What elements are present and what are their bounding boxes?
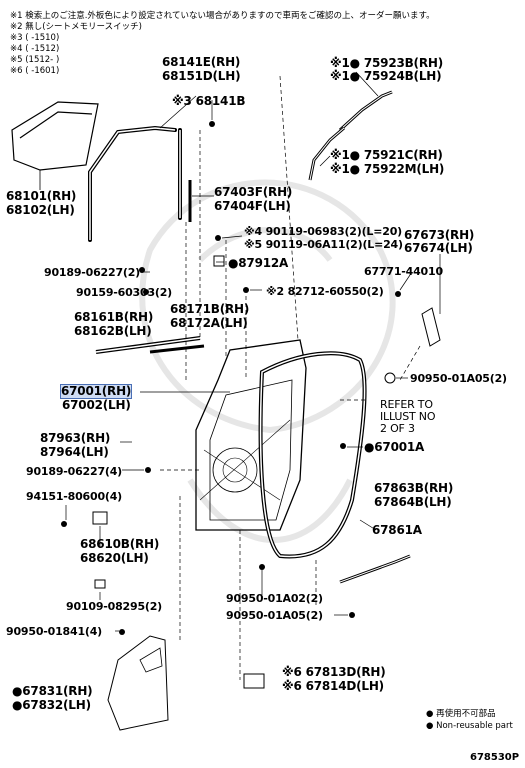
part-label-90159[interactable]: 90159-60303(2) — [76, 286, 173, 299]
part-label-87912a[interactable]: ●87912A — [228, 256, 289, 270]
note-line: ※5 (1512- ) — [10, 55, 60, 65]
part-label-67831[interactable]: ●67831(RH) — [12, 684, 93, 698]
service-hole-cover — [107, 635, 169, 731]
part-label-67863b[interactable]: 67863B(RH) — [374, 481, 454, 495]
part-label-67001-highlighted[interactable]: 67001(RH) — [60, 384, 133, 399]
part-label-68172a[interactable]: 68172A(LH) — [170, 316, 248, 330]
part-label-82712[interactable]: ※2 82712-60550(2) — [266, 285, 384, 298]
part-label-90950-01a05-b[interactable]: 90950-01A05(2) — [226, 609, 323, 622]
part-label-67001a[interactable]: ●67001A — [364, 440, 425, 454]
part-label-90950-01a05-a[interactable]: 90950-01A05(2) — [410, 372, 507, 385]
note-line: ※4 ( -1512) — [10, 44, 60, 54]
part-label-68141b[interactable]: ※3 68141B — [172, 94, 246, 108]
part-label-67861a[interactable]: 67861A — [372, 523, 422, 537]
part-label-67813d[interactable]: ※6 67813D(RH) — [282, 665, 386, 679]
part-label-67002[interactable]: 67002(LH) — [62, 398, 131, 412]
part-label-75924b[interactable]: ※1● 75924B(LH) — [330, 69, 442, 83]
refer-note: REFER TO — [380, 398, 433, 411]
legend-non-reusable-en: ● Non-reusable part — [426, 721, 513, 731]
part-label-67403f[interactable]: 67403F(RH) — [214, 185, 293, 199]
note-line: ※2 無し(シートメモリースイッチ) — [10, 22, 142, 32]
refer-note: 2 OF 3 — [380, 422, 415, 435]
figure-id: 678530P — [470, 752, 520, 763]
part-label-67404f[interactable]: 67404F(LH) — [214, 199, 291, 213]
part-label-90950-01a02[interactable]: 90950-01A02(2) — [226, 592, 323, 605]
note-line: ※1 検索上のご注意.外板色により設定されていない場合がありますので車両をご確認… — [10, 11, 435, 21]
part-label-90119-06a11[interactable]: ※5 90119-06A11(2)(L=24) — [244, 238, 403, 251]
part-label-68171b[interactable]: 68171B(RH) — [170, 302, 250, 316]
part-label-87963[interactable]: 87963(RH) — [40, 431, 111, 445]
part-label-67673[interactable]: 67673(RH) — [404, 228, 475, 242]
part-label-90950-01841[interactable]: 90950-01841(4) — [6, 625, 103, 638]
part-label-68610b[interactable]: 68610B(RH) — [80, 537, 160, 551]
part-label-67771[interactable]: 67771-44010 — [364, 265, 443, 278]
part-label-87964[interactable]: 87964(LH) — [40, 445, 109, 459]
part-label-67864b[interactable]: 67864B(LH) — [374, 495, 452, 509]
part-label-68161b[interactable]: 68161B(RH) — [74, 310, 154, 324]
part-label-90109[interactable]: 90109-08295(2) — [66, 600, 163, 613]
door-glass — [11, 101, 99, 171]
part-label-75921c[interactable]: ※1● 75921C(RH) — [330, 148, 443, 162]
part-label-67814d[interactable]: ※6 67814D(LH) — [282, 679, 384, 693]
part-label-67674[interactable]: 67674(LH) — [404, 241, 473, 255]
part-label-67832[interactable]: ●67832(LH) — [12, 698, 91, 712]
part-label-68101[interactable]: 68101(RH) — [6, 189, 77, 203]
note-line: ※6 ( -1601) — [10, 66, 60, 76]
part-label-68620[interactable]: 68620(LH) — [80, 551, 149, 565]
part-label-94151[interactable]: 94151-80600(4) — [26, 490, 123, 503]
legend-non-reusable-ja: ● 再使用不可部品 — [426, 709, 496, 719]
door-panel — [195, 339, 307, 531]
part-label-68102[interactable]: 68102(LH) — [6, 203, 75, 217]
note-line: ※3 ( -1510) — [10, 33, 60, 43]
part-label-90189-06227-a[interactable]: 90189-06227(2) — [44, 266, 141, 279]
fastener-icons — [61, 121, 401, 635]
refer-note: ILLUST NO — [380, 410, 436, 423]
part-label-90189-06227-b[interactable]: 90189-06227(4) — [26, 465, 123, 478]
part-label-90119-06983[interactable]: ※4 90119-06983(2)(L=20) — [244, 225, 402, 238]
part-label-68162b[interactable]: 68162B(LH) — [74, 324, 152, 338]
watermark-logo — [139, 179, 396, 543]
part-label-68141e[interactable]: 68141E(RH) — [162, 55, 241, 69]
part-label-75922m[interactable]: ※1● 75922M(LH) — [330, 162, 445, 176]
part-label-75923b[interactable]: ※1● 75923B(RH) — [330, 56, 444, 70]
part-label-68151d[interactable]: 68151D(LH) — [162, 69, 241, 83]
